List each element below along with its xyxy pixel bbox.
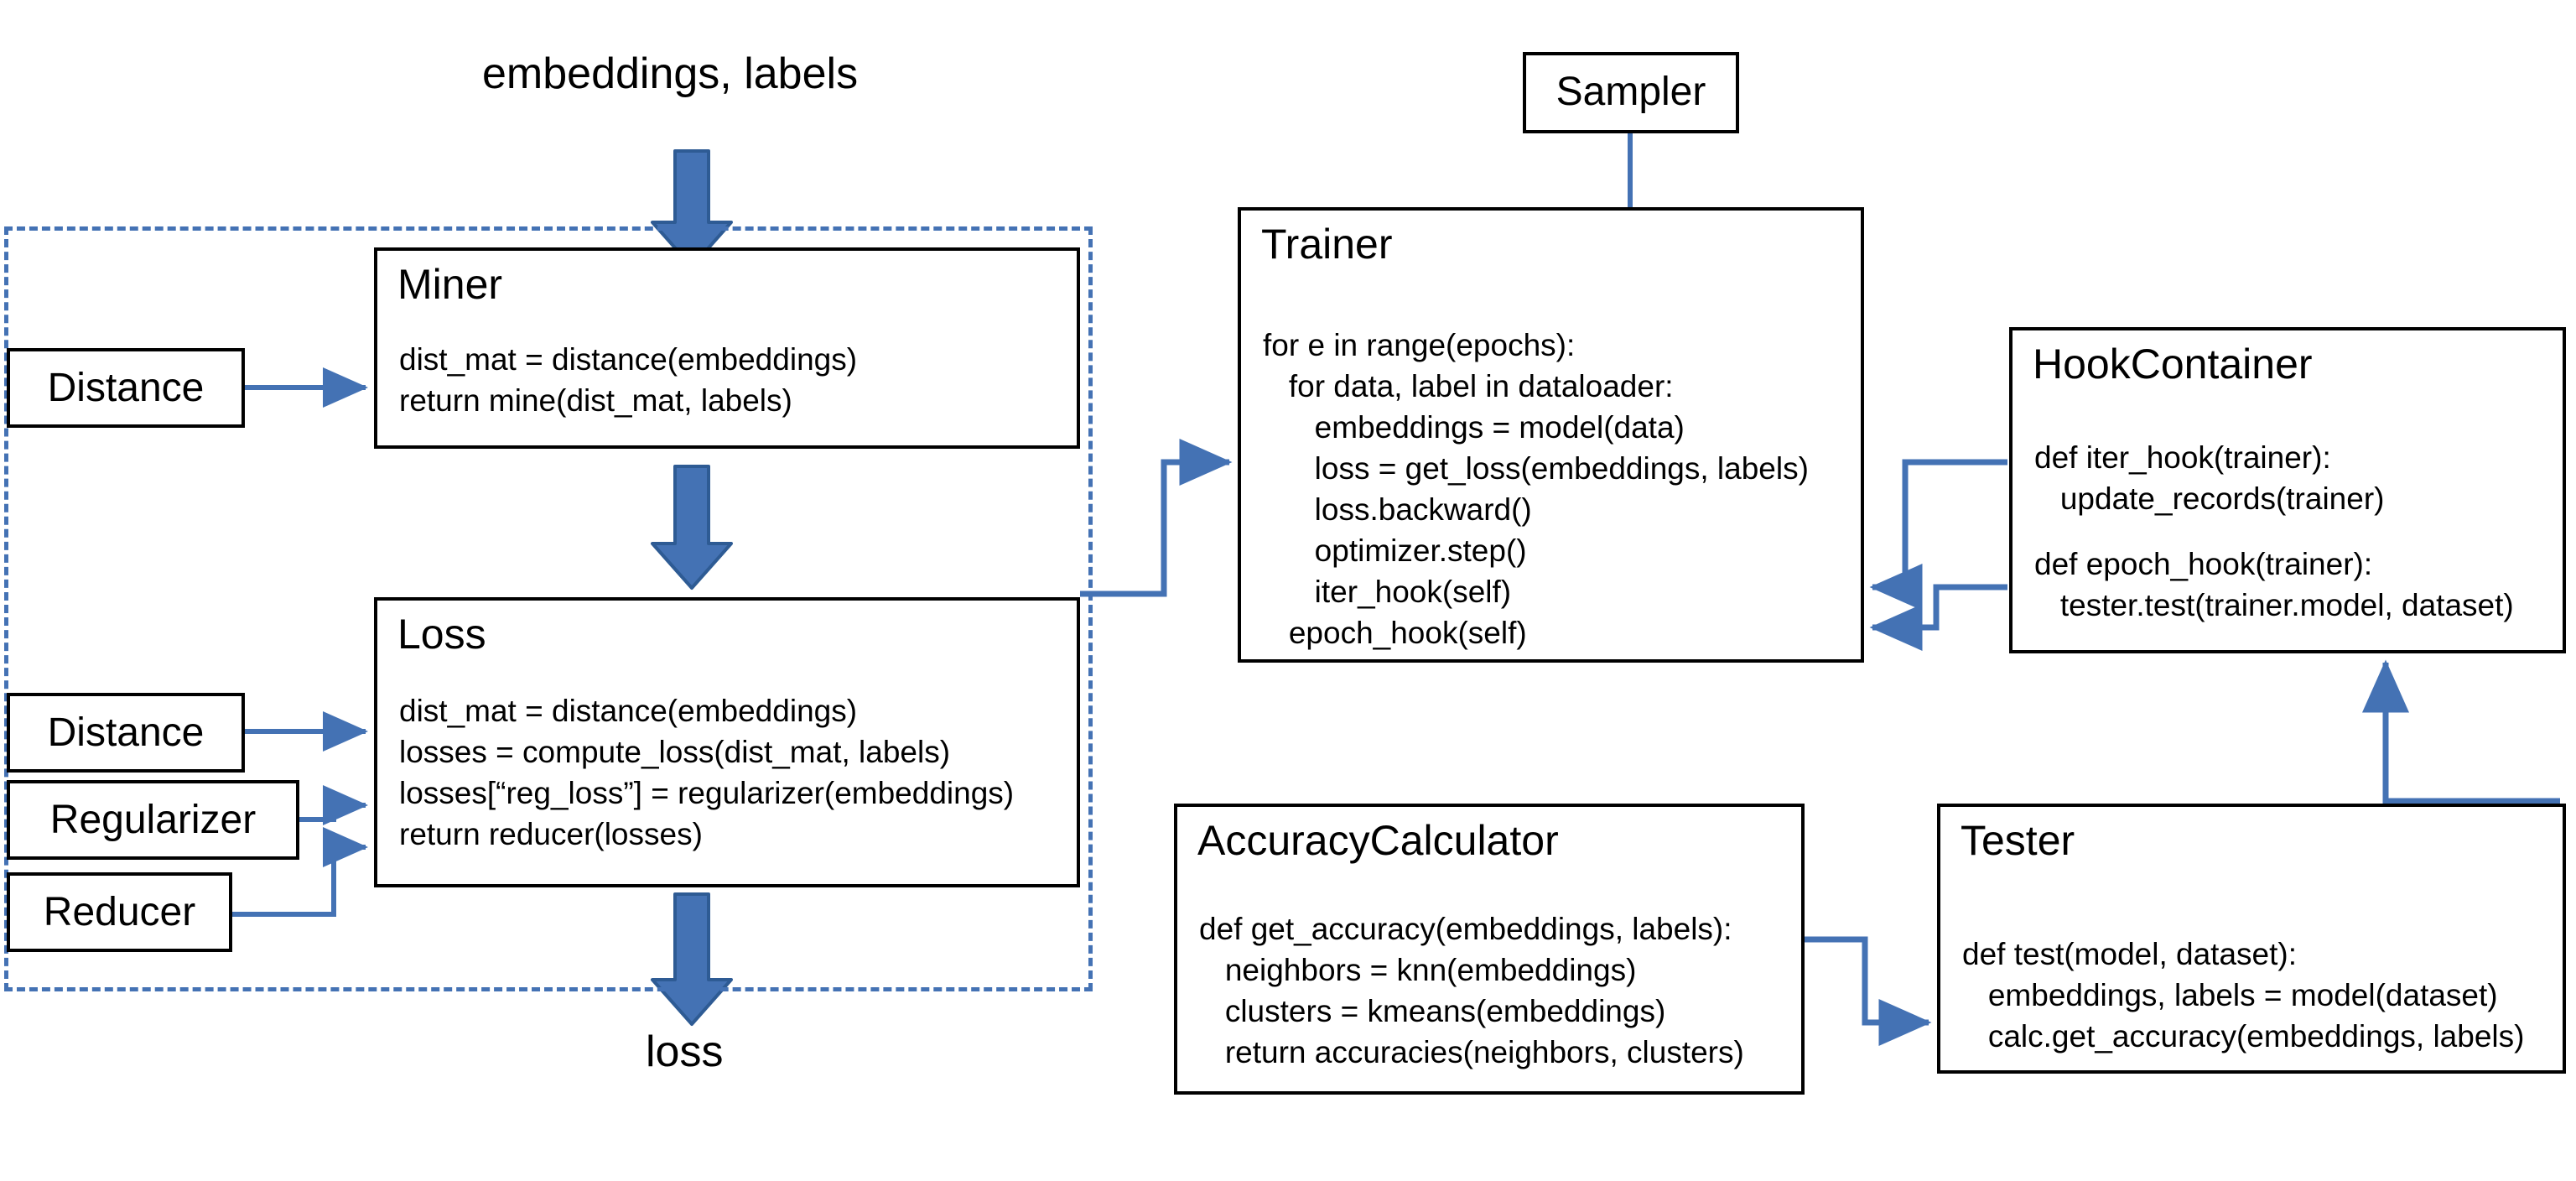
hookcontainer-title: HookContainer <box>2033 341 2313 388</box>
accuracycalculator-box[interactable]: AccuracyCalculator def get_accuracy(embe… <box>1174 804 1805 1095</box>
tester-code-line-0: def test(model, dataset): <box>1962 937 2297 971</box>
arrow-tester-to-hookcontainer <box>2362 659 2560 804</box>
hookcontainer-code-line-0: def iter_hook(trainer): <box>2034 440 2331 475</box>
reducer-label: Reducer <box>43 890 196 934</box>
accuracycalculator-code-line-1: neighbors = knn(embeddings) <box>1199 953 1637 987</box>
hookcontainer-code-line-4: tester.test(trainer.model, dataset) <box>2034 588 2514 622</box>
arrow-epochhook-to-trainer <box>1869 584 2007 651</box>
accuracycalculator-code-line-3: return accuracies(neighbors, clusters) <box>1199 1035 1744 1069</box>
trainer-code-line-7: epoch_hook(self) <box>1263 616 1527 650</box>
miner-code-line-1: return mine(dist_mat, labels) <box>399 383 792 418</box>
tester-code-line-2: calc.get_accuracy(embeddings, labels) <box>1962 1019 2525 1054</box>
accuracycalculator-title: AccuracyCalculator <box>1197 817 1559 864</box>
tester-title: Tester <box>1961 817 2075 864</box>
loss-box[interactable]: Loss dist_mat = distance(embeddings) los… <box>374 597 1080 887</box>
distance-loss-label: Distance <box>47 710 205 755</box>
sampler-title: Sampler <box>1555 70 1706 114</box>
miner-box[interactable]: Miner dist_mat = distance(embeddings) re… <box>374 247 1080 449</box>
regularizer-box[interactable]: Regularizer <box>7 780 299 860</box>
loss-code-line-3: return reducer(losses) <box>399 817 703 851</box>
arrow-accuracycalculator-to-tester <box>1805 936 1932 1046</box>
loss-code-line-0: dist_mat = distance(embeddings) <box>399 694 858 728</box>
regularizer-label: Regularizer <box>49 798 257 842</box>
trainer-box[interactable]: Trainer for e in range(epochs): for data… <box>1238 207 1864 663</box>
trainer-code-line-2: embeddings = model(data) <box>1263 410 1685 445</box>
loss-code-line-2: losses[“reg_loss”] = regularizer(embeddi… <box>399 776 1015 810</box>
output-label-loss: loss <box>646 1028 724 1076</box>
accuracycalculator-code-line-2: clusters = kmeans(embeddings) <box>1199 994 1666 1028</box>
trainer-code-line-5: optimizer.step() <box>1263 533 1527 568</box>
trainer-code-line-0: for e in range(epochs): <box>1263 328 1576 362</box>
hookcontainer-box[interactable]: HookContainer def iter_hook(trainer): up… <box>2009 327 2566 653</box>
miner-code-line-0: dist_mat = distance(embeddings) <box>399 342 858 377</box>
loss-code-line-1: losses = compute_loss(dist_mat, labels) <box>399 735 951 769</box>
trainer-code-line-3: loss = get_loss(embeddings, labels) <box>1263 451 1809 486</box>
trainer-code-line-4: loss.backward() <box>1263 492 1532 527</box>
trainer-title: Trainer <box>1261 221 1393 268</box>
accuracycalculator-code-line-0: def get_accuracy(embeddings, labels): <box>1199 912 1732 946</box>
distance-miner-box[interactable]: Distance <box>7 348 245 428</box>
arrow-iterhook-to-trainer <box>1869 459 2007 611</box>
distance-loss-box[interactable]: Distance <box>7 693 245 773</box>
loss-title: Loss <box>397 611 486 658</box>
sampler-box[interactable]: Sampler <box>1523 52 1739 133</box>
input-label-embeddings-labels: embeddings, labels <box>482 49 859 98</box>
hookcontainer-code-line-3: def epoch_hook(trainer): <box>2034 547 2373 581</box>
arrow-loss-to-trainer <box>1080 439 1233 597</box>
miner-title: Miner <box>397 261 503 308</box>
loss-computation-group <box>4 226 1093 991</box>
trainer-code-line-6: iter_hook(self) <box>1263 575 1512 609</box>
distance-miner-label: Distance <box>47 366 205 410</box>
reducer-box[interactable]: Reducer <box>7 872 232 952</box>
hookcontainer-code-line-1: update_records(trainer) <box>2034 481 2385 516</box>
tester-box[interactable]: Tester def test(model, dataset): embeddi… <box>1937 804 2566 1074</box>
trainer-code-line-1: for data, label in dataloader: <box>1263 369 1674 403</box>
tester-code-line-1: embeddings, labels = model(dataset) <box>1962 978 2498 1012</box>
